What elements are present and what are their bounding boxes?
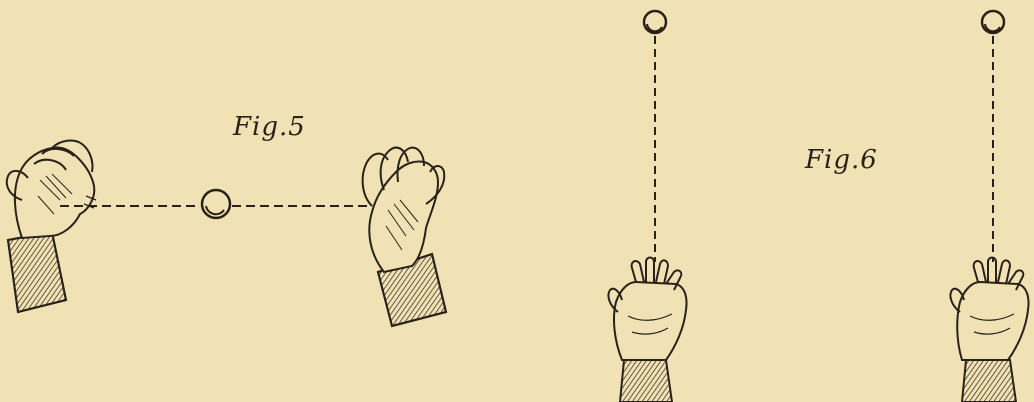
fig6-ball-left — [644, 11, 666, 33]
fig6-ball-right — [982, 11, 1004, 33]
fig6-right-hand — [950, 258, 1028, 402]
fig5-group — [7, 141, 446, 326]
fig5-ball — [202, 190, 230, 218]
fig6-left-hand — [608, 258, 686, 402]
fig5-caption: Fig.5 — [233, 112, 306, 142]
fig6-caption: Fig.6 — [805, 145, 878, 175]
fig5-right-hand — [363, 148, 446, 326]
fig5-left-hand — [7, 141, 96, 312]
fig6-group — [608, 11, 1028, 402]
